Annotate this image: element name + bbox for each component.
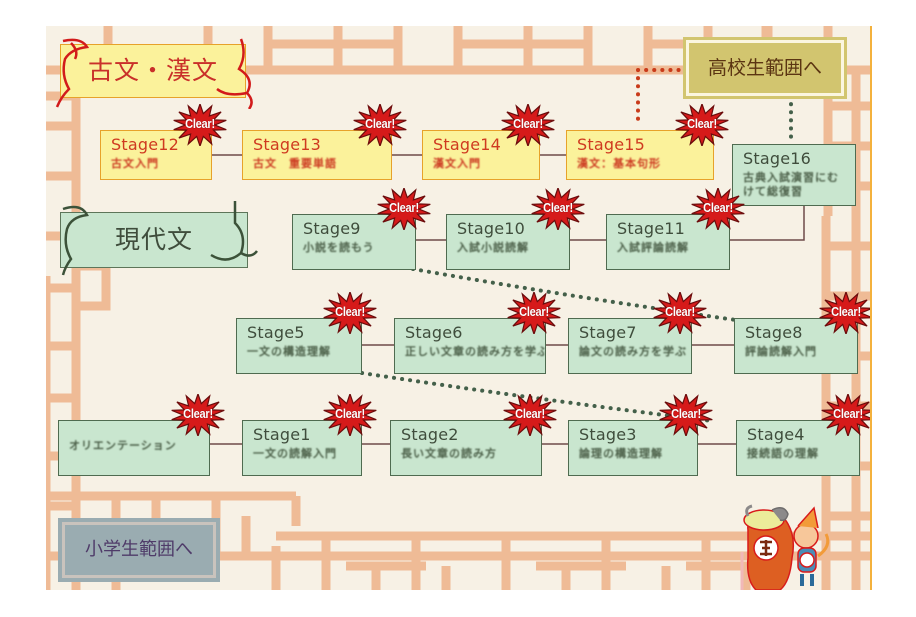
clear-badge-text: Clear! bbox=[335, 406, 365, 421]
clear-badge-text: Clear! bbox=[515, 406, 545, 421]
stage-card-stage-15[interactable]: Stage15 漢文：基本句形 bbox=[566, 130, 714, 180]
stage-title: Stage5 bbox=[247, 323, 305, 342]
clear-badge-text: Clear! bbox=[665, 304, 695, 319]
clear-badge: Clear! bbox=[820, 394, 870, 436]
clear-badge-text: Clear! bbox=[543, 200, 573, 215]
stage-subtitle: オリエンテーション bbox=[69, 439, 177, 452]
clear-badge: Clear! bbox=[674, 104, 730, 146]
stage-title: Stage10 bbox=[457, 219, 525, 238]
clear-badge: Clear! bbox=[530, 188, 586, 230]
stage-card-stage-6[interactable]: Stage6 正しい文章の読み方を学ぶ bbox=[394, 318, 546, 374]
stage-subtitle: 漢文：基本句形 bbox=[577, 157, 661, 170]
stage-subtitle: 論文の読み方を学ぶ bbox=[579, 345, 687, 358]
clear-badge-text: Clear! bbox=[513, 116, 543, 131]
clear-badge-text: Clear! bbox=[687, 116, 717, 131]
clear-badge-text: Clear! bbox=[365, 116, 395, 131]
stage-title: Stage6 bbox=[405, 323, 463, 342]
stage-title: Stage4 bbox=[747, 425, 805, 444]
clear-badge: Clear! bbox=[500, 104, 556, 146]
stage-subtitle: 入試小説読解 bbox=[457, 241, 529, 254]
clear-badge: Clear! bbox=[170, 394, 226, 436]
clear-badge-text: Clear! bbox=[519, 304, 549, 319]
clear-badge-text: Clear! bbox=[389, 200, 419, 215]
clear-badge-text: Clear! bbox=[833, 406, 863, 421]
clear-badge: Clear! bbox=[172, 104, 228, 146]
stage-title: Stage11 bbox=[617, 219, 685, 238]
stage-title: Stage7 bbox=[579, 323, 637, 342]
stage-card-stage-1[interactable]: Stage1 一文の読解入門 bbox=[242, 420, 362, 476]
stage-title: Stage13 bbox=[253, 135, 321, 154]
stage-title: Stage3 bbox=[579, 425, 637, 444]
stage-card-stage-10[interactable]: Stage10 入試小説読解 bbox=[446, 214, 570, 270]
stage-subtitle: 長い文章の読み方 bbox=[401, 447, 497, 460]
red-dragon-ornament-icon bbox=[55, 38, 253, 109]
clear-badge: Clear! bbox=[322, 292, 378, 334]
stage-select-map: 古文・漢文 現代文 Stage12 古文入門 Clear! Stage13 古文… bbox=[46, 26, 872, 590]
clear-badge: Clear! bbox=[322, 394, 378, 436]
stage-title: Stage8 bbox=[745, 323, 803, 342]
stage-title: Stage1 bbox=[253, 425, 311, 444]
stage-subtitle: 小説を読もう bbox=[303, 241, 375, 254]
clear-badge: Clear! bbox=[376, 188, 432, 230]
clear-badge-text: Clear! bbox=[831, 304, 861, 319]
modern-section-label: 現代文 bbox=[60, 201, 258, 276]
clear-badge-text: Clear! bbox=[183, 406, 213, 421]
stage-card-stage-13[interactable]: Stage13 古文 重要単語 bbox=[242, 130, 392, 180]
stage-subtitle: 古典入試演習にむけて総復習 bbox=[743, 171, 839, 198]
stage-subtitle: 評論読解入門 bbox=[745, 345, 817, 358]
clear-badge: Clear! bbox=[652, 292, 708, 334]
clear-badge-text: Clear! bbox=[335, 304, 365, 319]
stage-subtitle: 漢文入門 bbox=[433, 157, 481, 170]
stage-card-stage-4[interactable]: Stage4 接続語の理解 bbox=[736, 420, 860, 476]
stage-title: Stage12 bbox=[111, 135, 179, 154]
stage-subtitle: 一文の読解入門 bbox=[253, 447, 337, 460]
sheep-and-monkey-mascot-icon bbox=[740, 504, 830, 590]
clear-badge: Clear! bbox=[818, 292, 870, 334]
stage-subtitle: 正しい文章の読み方を学ぶ bbox=[405, 345, 545, 358]
stage-subtitle: 一文の構造理解 bbox=[247, 345, 331, 358]
stage-subtitle: 論理の構造理解 bbox=[579, 447, 663, 460]
elementary-range-button[interactable]: 小学生範囲へ bbox=[58, 518, 220, 582]
clear-badge: Clear! bbox=[506, 292, 562, 334]
stage-title: Stage2 bbox=[401, 425, 459, 444]
stage-card-orientation[interactable]: オリエンテーション bbox=[58, 420, 210, 476]
clear-badge-text: Clear! bbox=[185, 116, 215, 131]
modern-section-title: 現代文 bbox=[114, 225, 193, 254]
stage-title: Stage9 bbox=[303, 219, 361, 238]
stage-subtitle: 古文 重要単語 bbox=[253, 157, 337, 170]
stage-title: Stage14 bbox=[433, 135, 501, 154]
clear-badge: Clear! bbox=[690, 188, 746, 230]
green-dragon-ornament-icon bbox=[61, 201, 258, 276]
elementary-range-label: 小学生範囲へ bbox=[85, 539, 193, 560]
high-school-range-button[interactable]: 高校生範囲へ bbox=[683, 37, 847, 99]
stage-card-stage-16[interactable]: Stage16 古典入試演習にむけて総復習 bbox=[732, 144, 856, 206]
high-school-range-label: 高校生範囲へ bbox=[707, 57, 822, 79]
clear-badge: Clear! bbox=[658, 394, 714, 436]
clear-badge: Clear! bbox=[502, 394, 558, 436]
stage-card-stage-9[interactable]: Stage9 小説を読もう bbox=[292, 214, 416, 270]
clear-badge-text: Clear! bbox=[703, 200, 733, 215]
stage-title: Stage15 bbox=[577, 135, 645, 154]
classics-section-label: 古文・漢文 bbox=[55, 38, 253, 109]
classics-section-title: 古文・漢文 bbox=[87, 56, 218, 85]
stage-card-stage-2[interactable]: Stage2 長い文章の読み方 bbox=[390, 420, 542, 476]
stage-subtitle: 接続語の理解 bbox=[747, 447, 819, 460]
stage-subtitle: 古文入門 bbox=[111, 157, 159, 170]
stage-title: Stage16 bbox=[743, 149, 811, 168]
clear-badge: Clear! bbox=[352, 104, 408, 146]
clear-badge-text: Clear! bbox=[671, 406, 701, 421]
stage-subtitle: 入試評論読解 bbox=[617, 241, 689, 254]
